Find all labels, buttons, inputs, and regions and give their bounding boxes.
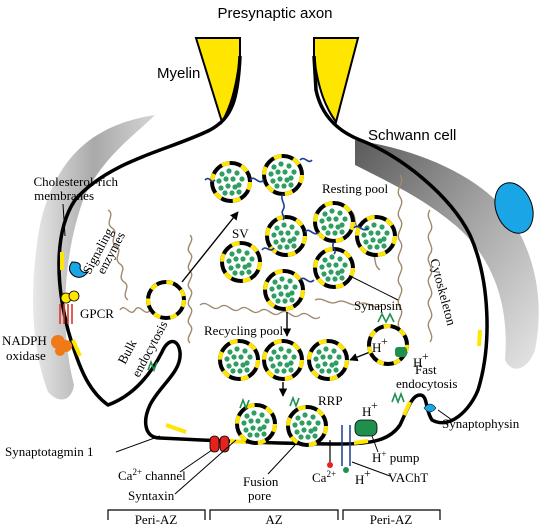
- h-plus-sup-2: +: [422, 349, 429, 363]
- snare-proteins: [147, 359, 405, 411]
- synaptic-vesicle-icon: [262, 154, 304, 196]
- gpcr-icon: [59, 290, 80, 324]
- ca-ion-icon: [327, 440, 333, 468]
- vacht-transporter: [341, 425, 351, 473]
- sv-label: SV: [232, 226, 249, 241]
- myelin-right: [313, 37, 360, 125]
- synaptic-vesicle-icon: [286, 405, 328, 447]
- synaptic-vesicle-icon: [218, 339, 260, 381]
- fusion-pore-label-2: pore: [248, 488, 271, 503]
- h-plus-sup-1: +: [381, 334, 388, 348]
- syntaxin-label: Syntaxin: [128, 488, 175, 503]
- synaptic-vesicle-icon: [313, 201, 355, 243]
- nadph-label-1: NADPH: [2, 333, 47, 348]
- synaptic-vesicle-icon: [262, 339, 304, 381]
- readily-releasable-pool: [235, 403, 328, 447]
- fast-endocytosis-label-1: Fast: [415, 362, 437, 377]
- h-plus-label-1: H: [372, 340, 381, 355]
- ca-channel-label: Ca2+ channel: [118, 467, 186, 483]
- recycling-pool-label: Recycling pool: [204, 323, 283, 338]
- synaptic-vesicle-icon: [210, 161, 252, 203]
- fast-endocytosis-label-2: endocytosis: [396, 376, 457, 391]
- zone-brackets: [107, 509, 441, 520]
- h-plus-label-4: H: [355, 472, 364, 487]
- synapsin-links: [204, 157, 369, 283]
- h-plus-sup-4: +: [364, 466, 371, 480]
- nadph-label-2: oxidase: [6, 348, 46, 363]
- presynaptic-axon-label: Presynaptic axon: [217, 5, 332, 22]
- resting-pool-label: Resting pool: [322, 181, 388, 196]
- gpcr-label: GPCR: [80, 306, 114, 321]
- cholesterol-label-2: membranes: [34, 188, 94, 203]
- nadph-oxidase-icon: [51, 335, 72, 356]
- signaling-enzyme-icon: [68, 261, 90, 278]
- synaptophysin-icon: [423, 403, 437, 413]
- schwann-cell-right: [355, 140, 539, 369]
- h-plus-label-3: H: [362, 404, 371, 419]
- synaptotagmin-label: Synaptotagmin 1: [5, 444, 93, 459]
- vacht-label: VAChT: [388, 470, 428, 485]
- zone-peri-az-right: Peri-AZ: [370, 512, 413, 527]
- presynaptic-membrane: [57, 55, 489, 446]
- recycling-pool: [218, 339, 349, 381]
- membrane-patches: [60, 252, 482, 445]
- zone-az: AZ: [265, 512, 282, 527]
- synaptic-vesicle-icon: [263, 269, 305, 311]
- myelin-label: Myelin: [157, 65, 200, 82]
- rrp-label: RRP: [318, 393, 343, 408]
- h-plus-sup-3: +: [371, 398, 378, 412]
- schwann-nucleus: [494, 182, 534, 234]
- fusion-pore-label-1: Fusion: [243, 474, 279, 489]
- synaptophysin-label: Synaptophysin: [442, 416, 520, 431]
- bulk-endocytosis-vesicle: [146, 280, 186, 320]
- schwann-cell-left: [33, 115, 155, 400]
- synaptic-vesicle-icon: [307, 339, 349, 381]
- calcium-channel-icon: [209, 435, 230, 453]
- h-plus-label-2: H: [413, 355, 422, 370]
- zone-peri-az-left: Peri-AZ: [135, 512, 178, 527]
- synaptic-vesicle-icon: [235, 403, 277, 445]
- synapsin-label: Synapsin: [354, 298, 402, 313]
- proton-pump-icon: [354, 419, 378, 437]
- synaptic-vesicle-icon: [355, 215, 397, 257]
- ca-ion-label: Ca2+: [312, 469, 336, 485]
- h-pump-label: H+ pump: [372, 449, 419, 465]
- myelin-left: [194, 37, 241, 125]
- fast-endocytosis-vesicle: [367, 312, 409, 366]
- synaptic-vesicle-icon: [313, 247, 355, 289]
- synaptic-vesicle-icon: [220, 241, 262, 283]
- schwann-cell-label: Schwann cell: [368, 127, 456, 144]
- cholesterol-label-1: Cholesterol-rich: [34, 174, 119, 189]
